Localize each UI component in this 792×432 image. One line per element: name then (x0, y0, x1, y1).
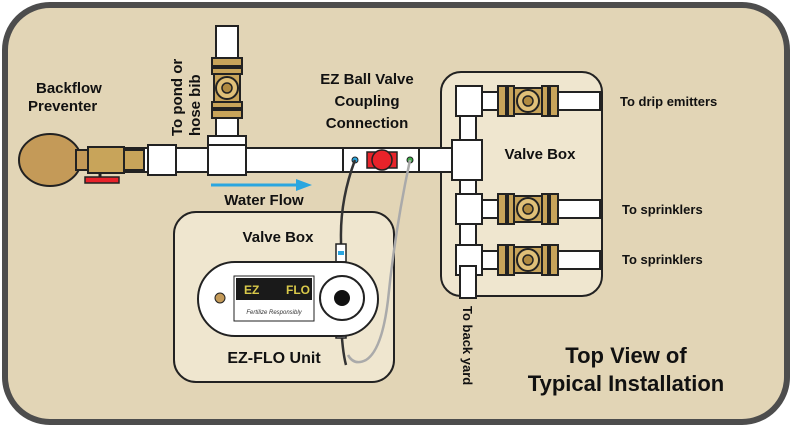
sprinklers-label-1: To sprinklers (622, 202, 703, 217)
drip-label: To drip emitters (620, 94, 717, 109)
water-flow-label: Water Flow (224, 192, 304, 209)
return-tube (346, 159, 412, 364)
logo-left: EZ (244, 283, 259, 297)
valve-box-right-label: Valve Box (505, 146, 577, 163)
pond-label-1: To pond or (169, 59, 186, 136)
supply-tube (339, 159, 357, 366)
valve-box-left-label: Valve Box (243, 229, 315, 246)
backflow-preventer-icon (18, 133, 145, 187)
unit-name-label: EZ-FLO Unit (227, 350, 321, 367)
sprinklers-label-2: To sprinklers (622, 252, 703, 267)
dial-icon (319, 275, 365, 321)
gate-valve-icon (497, 193, 559, 225)
gate-valve-icon (497, 244, 559, 276)
ez-label-3: Connection (326, 115, 409, 132)
title-line-1: Top View of (565, 343, 687, 368)
title-line-2: Typical Installation (528, 371, 724, 396)
gate-valve-icon (211, 57, 243, 119)
ez-flo-unit: EZ FLO Fertilize Responsibly (197, 261, 379, 337)
arrow-right-icon (211, 179, 312, 191)
valve-box-right (440, 71, 603, 297)
backflow-label-2: Preventer (28, 98, 97, 115)
tagline: Fertilize Responsibly (246, 310, 302, 316)
ball-valve-icon (342, 147, 420, 173)
logo-right: FLO (286, 283, 310, 297)
backflow-label-1: Backflow (36, 80, 102, 97)
pond-label-2: hose bib (187, 74, 204, 136)
back-yard-label: To back yard (460, 306, 475, 385)
ez-label-2: Coupling (335, 93, 400, 110)
ez-label-1: EZ Ball Valve (320, 71, 413, 88)
gate-valve-icon (497, 85, 559, 117)
